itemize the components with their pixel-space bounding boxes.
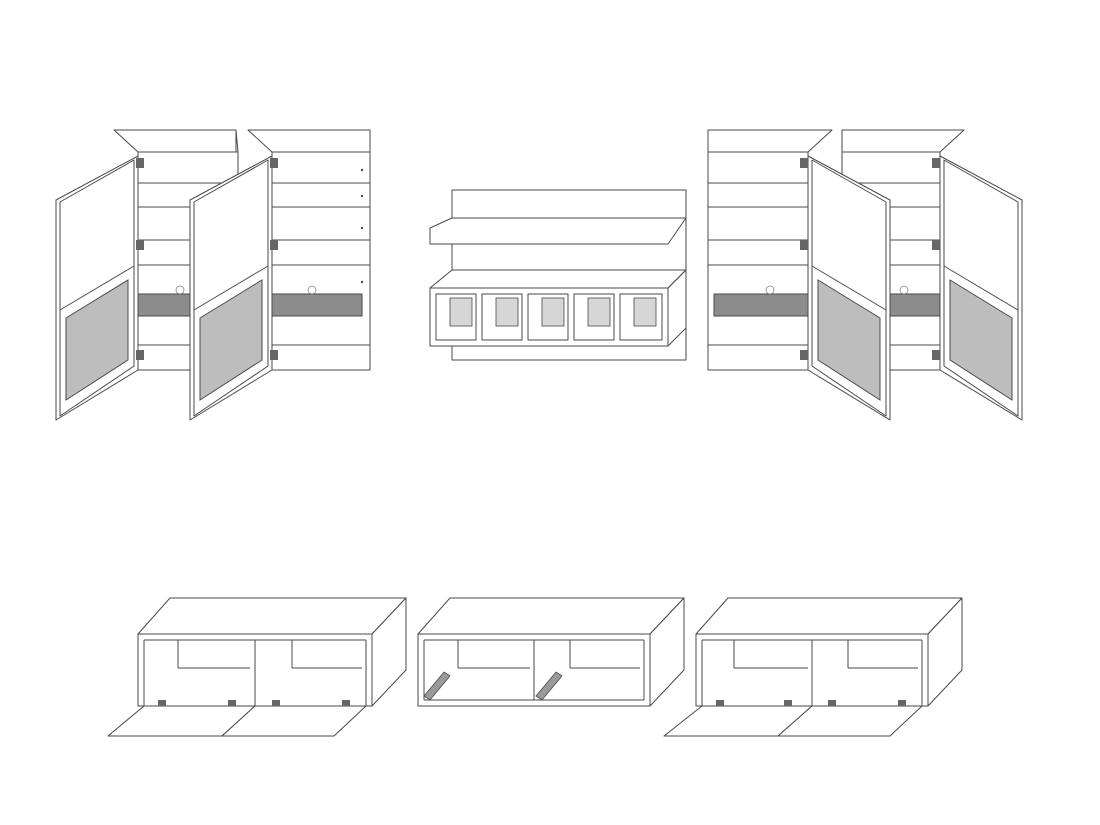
drawer-runner-icon [423, 671, 563, 701]
cabinet-door-open [55, 155, 139, 421]
led-light-icon [765, 285, 909, 295]
hinge-icon [136, 158, 278, 360]
cabinet-door-open [807, 155, 891, 421]
wall-cabinet-pair-left [55, 129, 371, 421]
lowboard-flap-left [107, 597, 407, 737]
cabinet-door-open [939, 155, 1023, 421]
flap-door-open [221, 705, 367, 737]
floating-shelf-unit [429, 189, 687, 361]
glass-shelf [271, 293, 363, 317]
cabinet-door-open [189, 155, 273, 421]
lowboard-drawer-center [417, 597, 685, 707]
glass-shelf [713, 293, 809, 317]
hinge-icon [716, 700, 906, 706]
frosted-glass-panel [199, 279, 263, 401]
lowboard-flap-right [663, 597, 963, 737]
frosted-glass-panel [949, 279, 1013, 401]
cabinet-body [707, 129, 833, 371]
wall-cabinet-pair-right [707, 129, 1023, 421]
shelf-niches [435, 293, 663, 341]
frosted-glass-panel [65, 279, 129, 401]
frosted-glass-panel [817, 279, 881, 401]
cabinet-body [247, 129, 371, 371]
hinge-icon [800, 158, 940, 360]
flap-door-open [777, 705, 923, 737]
led-light-icon [175, 285, 317, 295]
hinge-icon [158, 700, 350, 706]
